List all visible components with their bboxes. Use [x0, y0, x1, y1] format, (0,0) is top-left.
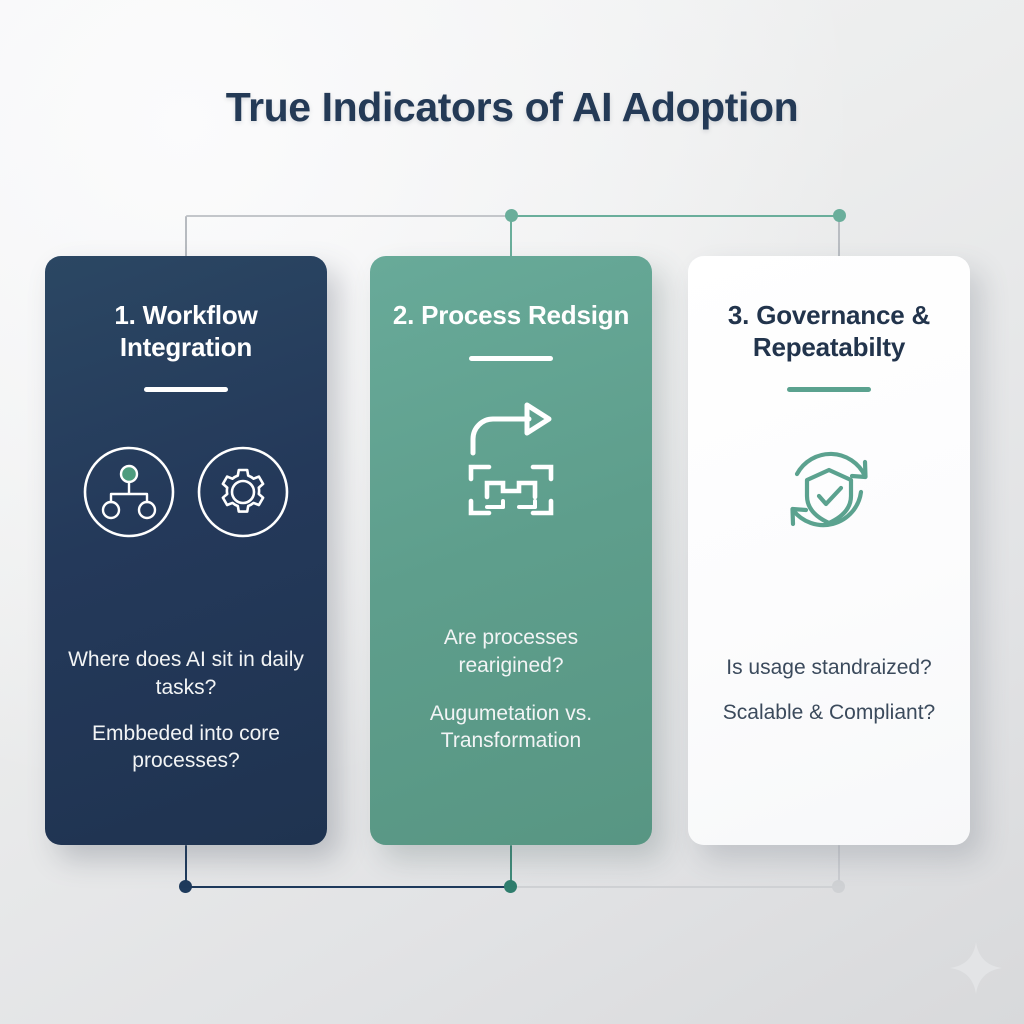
blueprint-icon: [468, 464, 554, 516]
bottom-connector-stub-card-2: [510, 845, 512, 887]
card-1-body-line-2: Embbeded into core processes?: [92, 721, 280, 773]
card-1-body: Where does AI sit in daily tasks? Embbed…: [67, 646, 305, 775]
card-1-title: 1. Workflow Integration: [114, 300, 258, 362]
top-connector-rail-right: [512, 215, 840, 217]
card-2-icon-row: [457, 402, 565, 516]
hierarchy-icon: [82, 445, 176, 544]
card-3-body-line-1: Is usage standraized?: [726, 655, 932, 679]
bottom-connector-rail-right: [512, 886, 840, 888]
top-connector-stub-card-3: [838, 216, 840, 258]
card-3-body-line-2: Scalable & Compliant?: [722, 701, 936, 725]
bottom-connector-dot-card-1: [179, 880, 192, 893]
top-connector-rail-left: [186, 215, 512, 217]
card-2-body-line-2: Augumetation vs. Transformation: [429, 701, 593, 753]
card-governance-repeatability[interactable]: 3. Governance & Repeatabilty Is usage st…: [688, 256, 970, 845]
card-1-icon-row: [82, 444, 290, 544]
top-connector-stub-card-1: [185, 216, 187, 258]
curved-arrow-icon: [470, 402, 552, 456]
card-2-body-line-1: Are processes rearigined?: [443, 626, 579, 677]
card-2-divider: [469, 355, 553, 361]
sparkle-icon: [948, 940, 1004, 996]
process-redesign-icon: [457, 401, 565, 524]
card-3-body: Is usage standraized? Scalable & Complia…: [710, 654, 948, 727]
gear-icon: [196, 445, 290, 544]
card-1-divider: [144, 387, 228, 393]
card-3-icon-row: [773, 444, 885, 544]
bottom-connector-dot-card-3: [832, 880, 845, 893]
card-2-title: 2. Process Redsign: [392, 300, 630, 330]
bottom-connector-stub-card-1: [185, 845, 187, 887]
bottom-connector-rail-left: [186, 886, 512, 888]
bottom-connector-stub-card-3: [838, 845, 840, 887]
top-connector-stub-card-2: [510, 216, 512, 258]
shield-check-refresh-icon: [773, 436, 885, 553]
card-3-divider: [787, 387, 871, 393]
card-3-title: 3. Governance & Repeatabilty: [727, 300, 931, 362]
top-connector-dot-card-2: [505, 209, 518, 222]
card-process-redesign[interactable]: 2. Process Redsign: [370, 256, 652, 845]
top-connector-dot-card-3: [833, 209, 846, 222]
bottom-connector-dot-card-2: [504, 880, 517, 893]
card-1-body-line-1: Where does AI sit in daily tasks?: [68, 648, 304, 699]
card-workflow-integration[interactable]: 1. Workflow Integration: [45, 256, 327, 845]
page-title: True Indicators of AI Adoption: [225, 84, 799, 130]
card-2-body: Are processes rearigined? Augumetation v…: [392, 624, 630, 775]
